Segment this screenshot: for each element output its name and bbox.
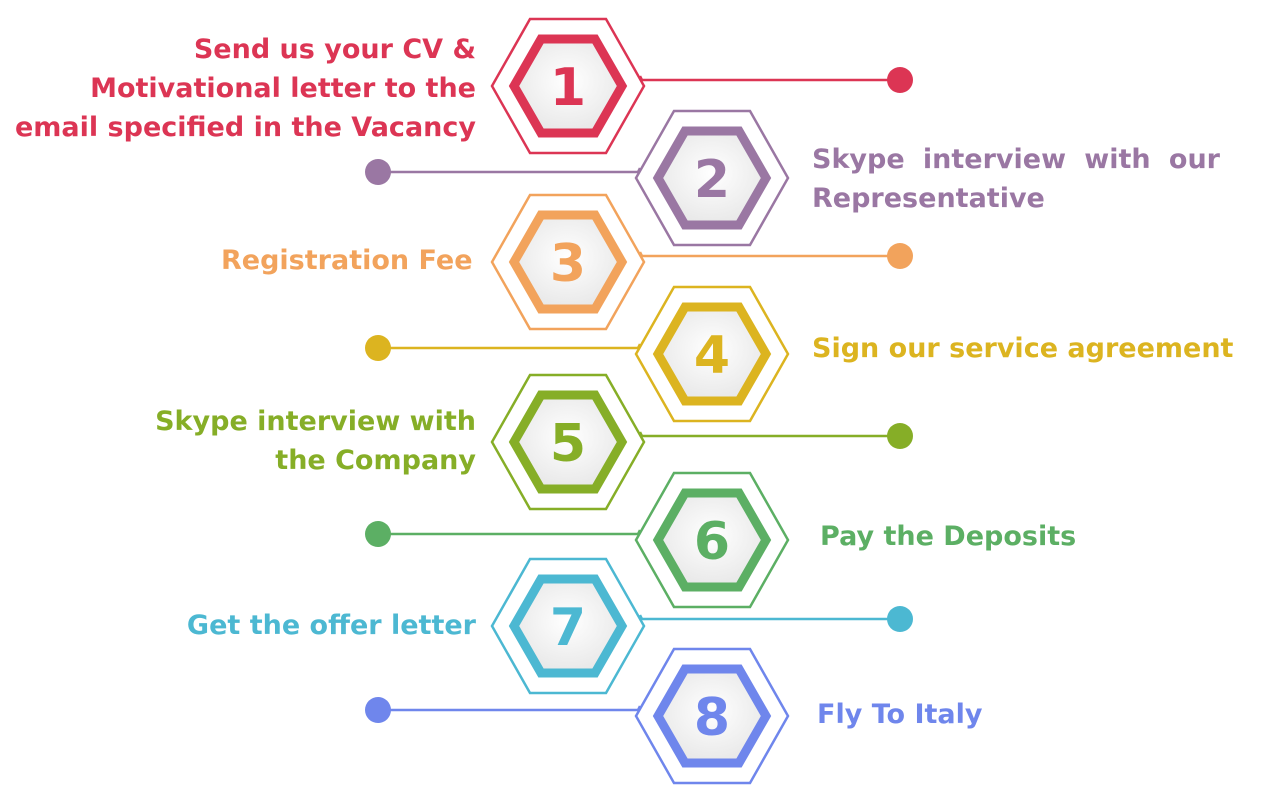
step-2-label: Skype interview with our Representative [812, 144, 1220, 214]
step-3-connector [638, 251, 900, 258]
step-8-inner-hexagon [652, 664, 772, 768]
step-6-dot [365, 521, 391, 547]
step-5-number: 5 [550, 414, 586, 474]
step-8: 8 [365, 647, 790, 785]
step-1-inner-hexagon [508, 34, 628, 138]
step-7: 7 [490, 557, 913, 695]
step-1-number: 1 [550, 58, 586, 118]
step-1-connector [638, 75, 900, 82]
step-6-number: 6 [694, 512, 730, 572]
step-2: 2 [365, 109, 790, 247]
step-8-label: Fly To Italy [817, 699, 983, 730]
step-2-connector [378, 167, 642, 174]
step-4-dot [365, 335, 391, 361]
step-6-inner-hexagon [652, 488, 772, 592]
step-3-number: 3 [550, 234, 586, 294]
step-6: 6 [365, 471, 790, 609]
step-8-connector [378, 705, 642, 712]
step-4: 4 [365, 285, 790, 423]
step-5-dot [887, 423, 913, 449]
step-8-dot [365, 697, 391, 723]
step-7-inner-hexagon [508, 574, 628, 678]
step-7-number: 7 [550, 598, 586, 658]
step-7-dot [887, 606, 913, 632]
step-4-inner-hexagon [652, 302, 772, 406]
step-4-label: Sign our service agreement [812, 333, 1234, 364]
step-1: 1 [490, 17, 913, 155]
step-6-connector [378, 529, 642, 536]
step-2-number: 2 [694, 150, 730, 210]
step-5-connector [638, 431, 900, 438]
step-5: 5 [490, 373, 913, 511]
step-5-label: Skype interview with the Company [155, 406, 476, 476]
step-4-connector [378, 343, 642, 350]
step-2-inner-hexagon [652, 126, 772, 230]
step-5-inner-hexagon [508, 390, 628, 494]
step-8-number: 8 [694, 688, 730, 748]
step-1-label: Send us your CV & Motivational letter to… [14, 34, 476, 143]
step-4-number: 4 [694, 326, 730, 386]
step-3-label: Registration Fee [221, 245, 473, 276]
step-6-label: Pay the Deposits [820, 521, 1077, 552]
step-7-label: Get the offer letter [186, 610, 476, 641]
step-3: 3 [490, 193, 913, 331]
step-3-dot [887, 243, 913, 269]
step-3-inner-hexagon [508, 210, 628, 314]
step-7-connector [638, 614, 900, 621]
step-1-dot [887, 67, 913, 93]
step-2-dot [365, 159, 391, 185]
